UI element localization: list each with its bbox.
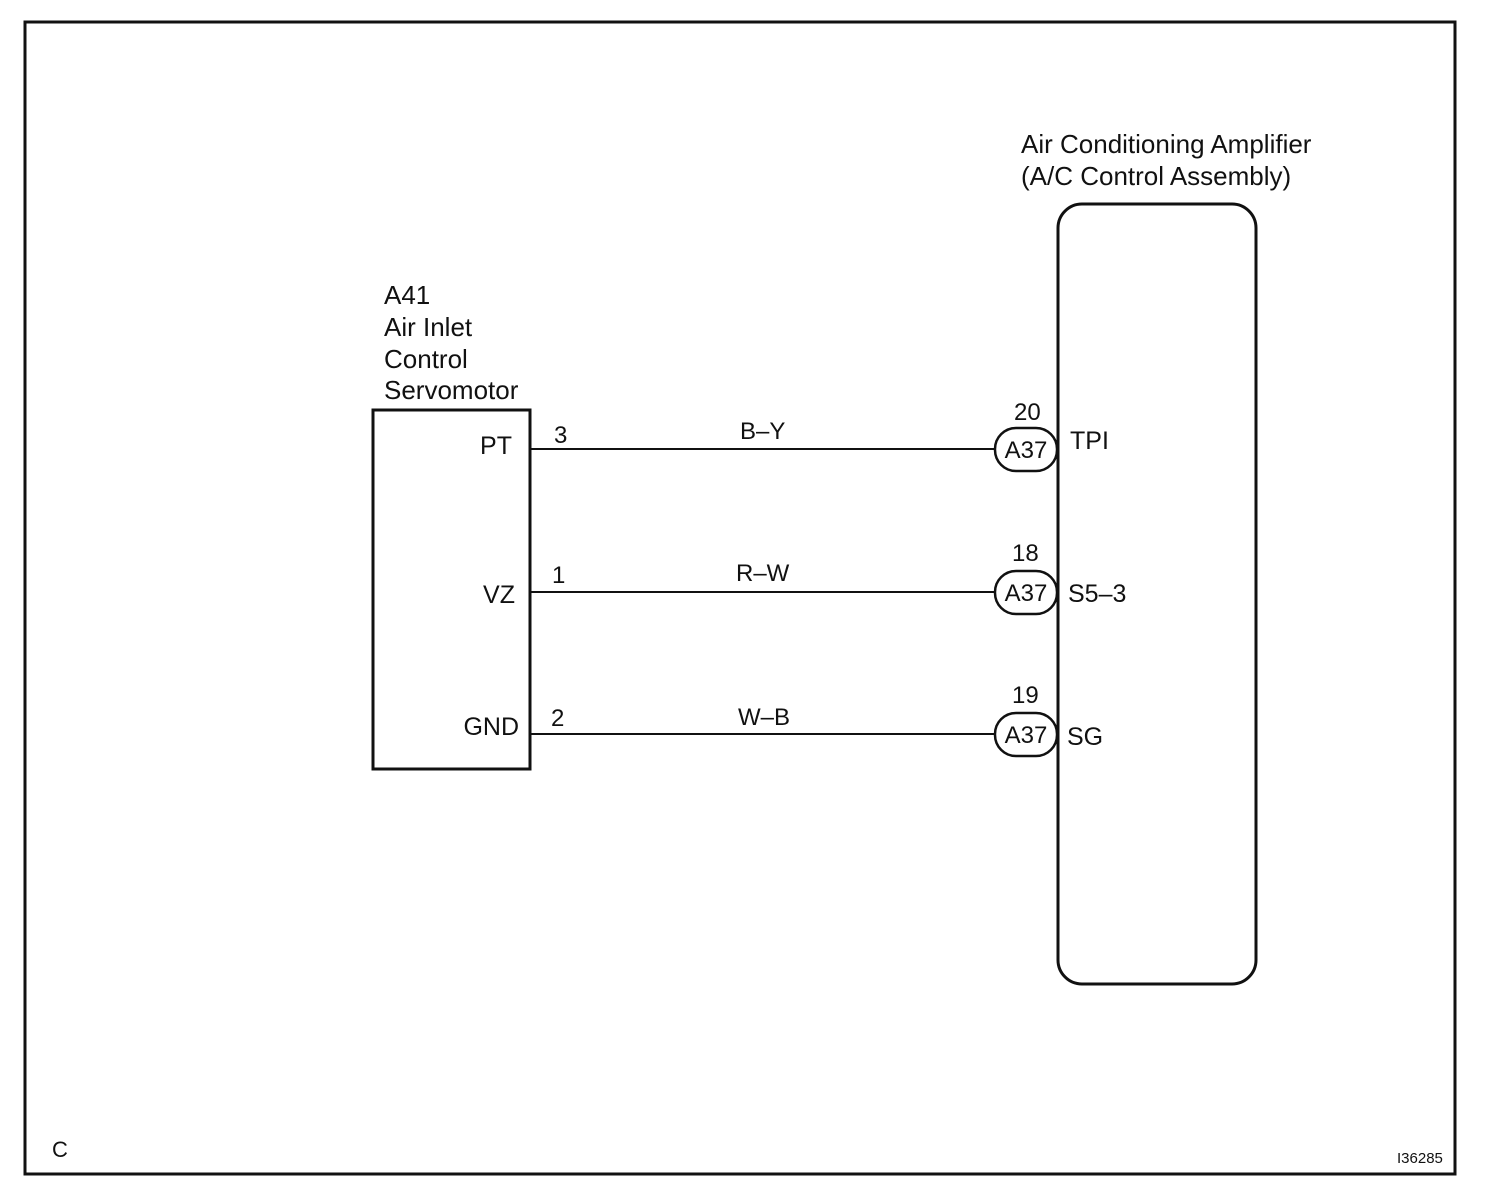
servomotor-code: A41 bbox=[384, 280, 430, 310]
connector-a37-2 bbox=[993, 569, 1059, 616]
servomotor-name-line-2: Control bbox=[384, 344, 468, 374]
connector-label-a37-3: A37 bbox=[1005, 722, 1048, 749]
connector-label-a37-1: A37 bbox=[1005, 437, 1048, 464]
connector-pin-19: 19 bbox=[1012, 682, 1039, 709]
diagram-border bbox=[23, 20, 1457, 1176]
connector-label-a37-2: A37 bbox=[1005, 580, 1048, 607]
terminal-tpi: TPI bbox=[1070, 427, 1109, 455]
connector-pin-18: 18 bbox=[1012, 540, 1039, 567]
corner-letter: C bbox=[52, 1137, 68, 1162]
servomotor-name-line-3: Servomotor bbox=[384, 375, 519, 405]
connector-pin-20: 20 bbox=[1014, 399, 1041, 426]
terminal-sg: SG bbox=[1067, 723, 1103, 751]
wire-color-w-b: W–B bbox=[738, 704, 790, 731]
pin-2: 2 bbox=[551, 705, 564, 732]
pin-1: 1 bbox=[552, 562, 565, 589]
connector-a37-1 bbox=[993, 426, 1059, 473]
wire-pt-tpi: PT 3 B–Y 20 A37 TPI bbox=[480, 399, 1109, 473]
wire-gnd-sg: GND 2 W–B 19 A37 SG bbox=[463, 682, 1103, 758]
terminal-pt: PT bbox=[480, 432, 512, 460]
wire-color-r-w: R–W bbox=[736, 560, 790, 587]
connector-a37-3 bbox=[993, 711, 1059, 758]
terminal-vz: VZ bbox=[483, 581, 515, 609]
wire-vz-s5-3: VZ 1 R–W 18 A37 S5–3 bbox=[483, 540, 1126, 616]
figure-id: I36285 bbox=[1397, 1150, 1443, 1167]
terminal-s5-3: S5–3 bbox=[1068, 580, 1126, 608]
amplifier-title-line-2: (A/C Control Assembly) bbox=[1021, 161, 1291, 191]
terminal-gnd: GND bbox=[463, 713, 519, 741]
pin-3: 3 bbox=[554, 422, 567, 449]
servomotor-name-line-1: Air Inlet bbox=[384, 312, 473, 342]
servomotor-box bbox=[371, 408, 532, 771]
amplifier-title-line-1: Air Conditioning Amplifier bbox=[1021, 129, 1312, 159]
wire-color-b-y: B–Y bbox=[740, 418, 785, 445]
